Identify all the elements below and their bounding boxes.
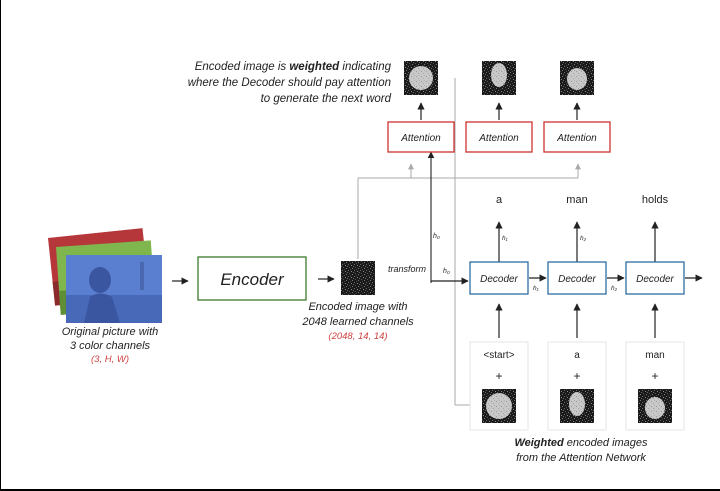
input-image-stack xyxy=(48,228,162,323)
encoded-caption-line2: 2048 learned channels xyxy=(301,316,414,328)
encoded-shape-label: (2048, 14, 14) xyxy=(328,331,387,342)
decoder-1: Decoder xyxy=(469,261,529,295)
h0-top-label: h₀ xyxy=(433,233,440,240)
input-panel-3: man + xyxy=(625,341,685,431)
attention-module-1: Attention xyxy=(387,121,455,153)
attention-label-1: Attention xyxy=(400,133,441,144)
hidden-up-label-1: h₁ xyxy=(502,235,508,242)
top-note-line1: Encoded image is weighted indicating xyxy=(195,61,392,73)
decoder-label-1: Decoder xyxy=(480,274,518,285)
weighted-caption-line1: Weighted encoded images xyxy=(514,437,648,449)
input-word-2: a xyxy=(574,350,580,361)
input-panel-2: a + xyxy=(547,341,607,431)
output-word-2: man xyxy=(566,194,587,206)
top-note-line2: where the Decoder should pay attention xyxy=(188,77,391,89)
input-word-3: man xyxy=(645,350,664,361)
attention-weights-row xyxy=(404,61,594,95)
plus-sign-1: + xyxy=(495,369,502,383)
transform-label: transform xyxy=(388,264,427,274)
h0-side-label: h₀ xyxy=(443,268,450,275)
encoder-box xyxy=(197,256,307,301)
top-note: Encoded image is weighted indicating whe… xyxy=(188,61,392,105)
top-note-line3: to generate the next word xyxy=(261,93,392,105)
encoder-label: Encoder xyxy=(220,270,285,289)
input-caption-line2: 3 color channels xyxy=(70,340,151,352)
hidden-side-label-1: h₁ xyxy=(533,285,539,292)
attention-module-2: Attention xyxy=(465,121,533,153)
attention-module-3: Attention xyxy=(543,121,611,153)
input-image-blue-channel xyxy=(66,255,162,323)
plus-sign-2: + xyxy=(573,369,580,383)
output-word-1: a xyxy=(496,194,503,206)
weighted-caption-line2: from the Attention Network xyxy=(516,452,646,464)
input-word-1: <start> xyxy=(483,350,514,361)
output-word-3: holds xyxy=(642,194,669,206)
decoder-label-3: Decoder xyxy=(636,274,674,285)
input-caption-line1: Original picture with xyxy=(62,326,159,338)
attention-label-3: Attention xyxy=(556,133,597,144)
hidden-side-label-2: h₂ xyxy=(611,285,618,292)
plus-sign-3: + xyxy=(651,369,658,383)
page-border-bottom xyxy=(0,489,720,491)
attention-label-2: Attention xyxy=(478,133,519,144)
decoder-label-2: Decoder xyxy=(558,274,596,285)
decoder-3: Decoder xyxy=(625,261,685,295)
page-border-left xyxy=(0,0,1,491)
encoded-image xyxy=(341,261,375,295)
hidden-up-label-2: h₂ xyxy=(580,235,587,242)
encoded-feed-lines xyxy=(357,78,581,408)
decoder-2: Decoder xyxy=(547,261,607,295)
input-panel-1: <start> + xyxy=(469,341,529,431)
input-shape-label: (3, H, W) xyxy=(91,354,129,365)
encoded-caption-line1: Encoded image with xyxy=(308,301,407,313)
